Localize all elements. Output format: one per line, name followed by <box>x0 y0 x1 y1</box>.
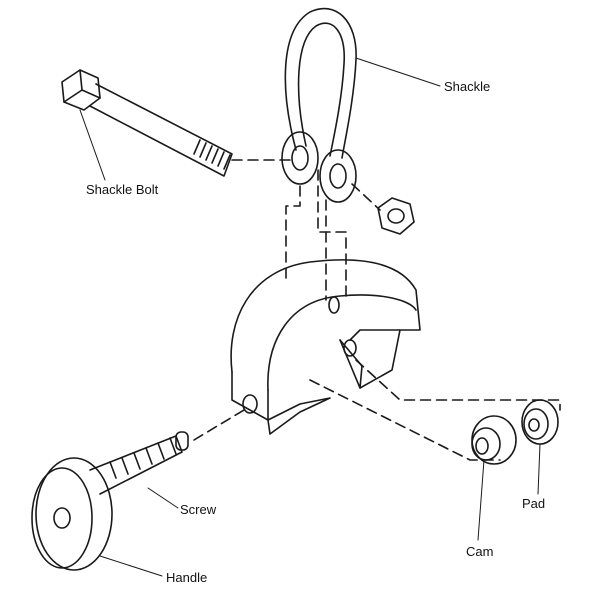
leader-lines <box>79 57 541 577</box>
label-handle: Handle <box>166 570 208 585</box>
handle-part <box>31 457 113 571</box>
screw-part <box>89 431 189 495</box>
assembly-lines <box>193 159 561 461</box>
label-shackle: Shackle <box>444 79 491 94</box>
label-shackle-bolt: Shackle Bolt <box>86 182 159 197</box>
pad-part <box>521 399 559 445</box>
label-pad: Pad <box>522 496 546 511</box>
nut-part <box>377 197 415 235</box>
shackle-bolt-part <box>61 69 233 177</box>
shackle-part <box>281 7 357 203</box>
label-screw: Screw <box>180 502 217 517</box>
cam-part <box>471 415 517 465</box>
label-cam: Cam <box>466 544 494 559</box>
